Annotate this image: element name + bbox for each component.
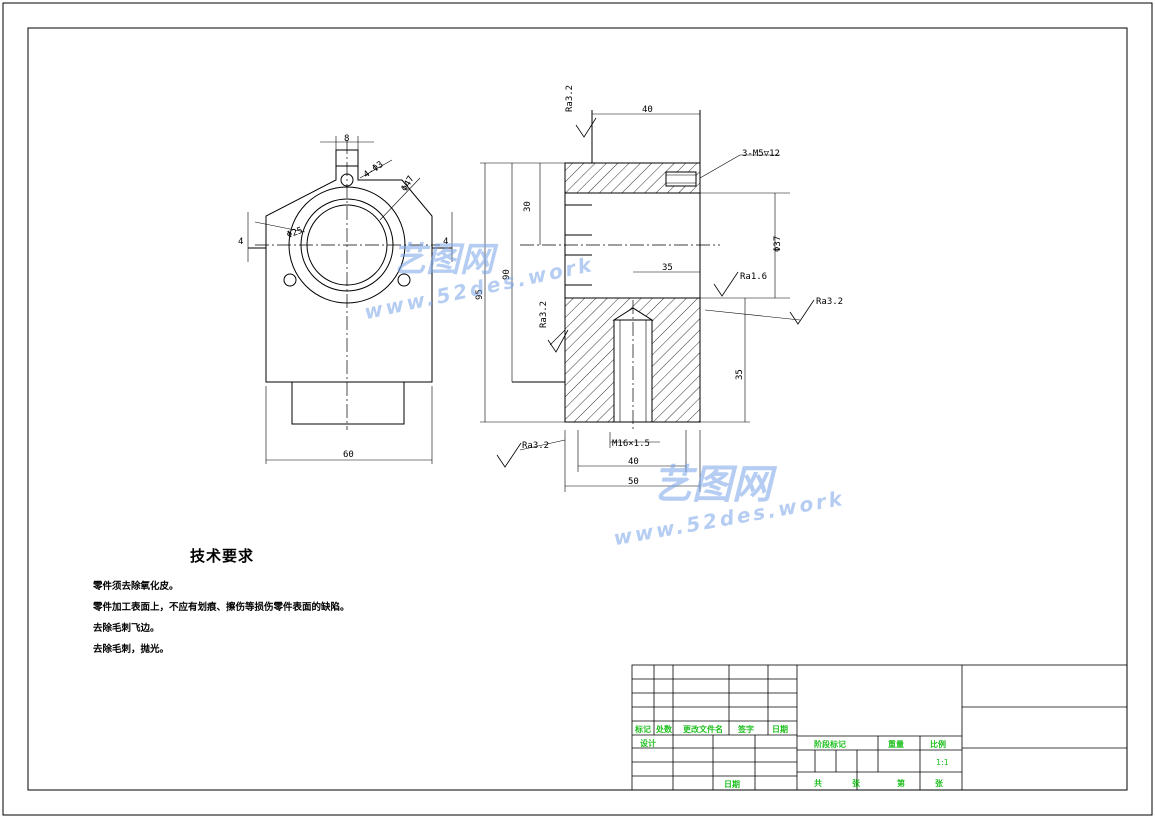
ra32-left: Ra3.2 [539, 301, 549, 328]
dim-h95: 95 [475, 289, 485, 300]
section-view [480, 110, 815, 492]
dim-h35: 35 [735, 369, 745, 380]
ra32-right: Ra3.2 [816, 297, 843, 307]
note-item-3: 去除毛刺飞边。 [93, 623, 160, 634]
tb-date: 日期 [772, 725, 788, 734]
dim-right-offset: 4 [443, 237, 448, 247]
dim-len40: 40 [628, 457, 639, 467]
note-item-4: 去除毛刺，抛光。 [93, 644, 170, 655]
dim-top-width: 8 [344, 134, 349, 144]
dim-h30: 30 [523, 201, 533, 212]
dim-len50: 50 [628, 477, 639, 487]
tb-sign: 签字 [738, 725, 754, 734]
thread-callout: 3-M5▽12 [742, 149, 780, 159]
tb-total: 共 [814, 779, 822, 788]
dim-len35: 35 [662, 263, 673, 273]
dim-top-len: 40 [642, 105, 653, 115]
tb-design: 设计 [640, 739, 656, 748]
tb-scale-value: 1:1 [936, 758, 949, 767]
notes-title: 技术要求 [190, 547, 255, 565]
note-item-1: 零件须去除氧化皮。 [93, 581, 179, 592]
tb-mark: 标记 [635, 725, 651, 734]
tb-sheet2: 张 [935, 779, 943, 788]
tb-page: 第 [897, 779, 905, 788]
front-view [247, 136, 453, 464]
dim-bolt-hole: 4-Φ3 [362, 160, 386, 181]
thread-size: M16×1.5 [612, 439, 650, 449]
ra-top: Ra3.2 [565, 85, 575, 112]
tb-weight: 重量 [888, 740, 904, 749]
dim-width: 60 [343, 450, 354, 460]
tb-sheet: 张 [852, 779, 860, 788]
tb-scale: 比例 [930, 740, 946, 749]
tb-stage: 阶段标记 [814, 740, 846, 749]
ra32-bottom: Ra3.2 [522, 441, 549, 451]
dim-left-offset: 4 [238, 237, 243, 247]
note-item-2: 零件加工表面上，不应有划痕、擦伤等损伤零件表面的缺陷。 [93, 602, 350, 613]
dim-dia37: Φ37 [773, 236, 783, 252]
dim-h90: 90 [502, 269, 512, 280]
title-block [631, 664, 1128, 791]
inner-border [27, 27, 1128, 791]
tb-doc: 更改文件名 [683, 725, 723, 734]
tb-date2: 日期 [724, 780, 740, 789]
ra16: Ra1.6 [740, 272, 767, 282]
watermark-brand-1: 艺图网 [392, 240, 494, 280]
watermark-brand-2: 艺图网 [652, 462, 772, 508]
tb-count: 处数 [656, 725, 672, 734]
